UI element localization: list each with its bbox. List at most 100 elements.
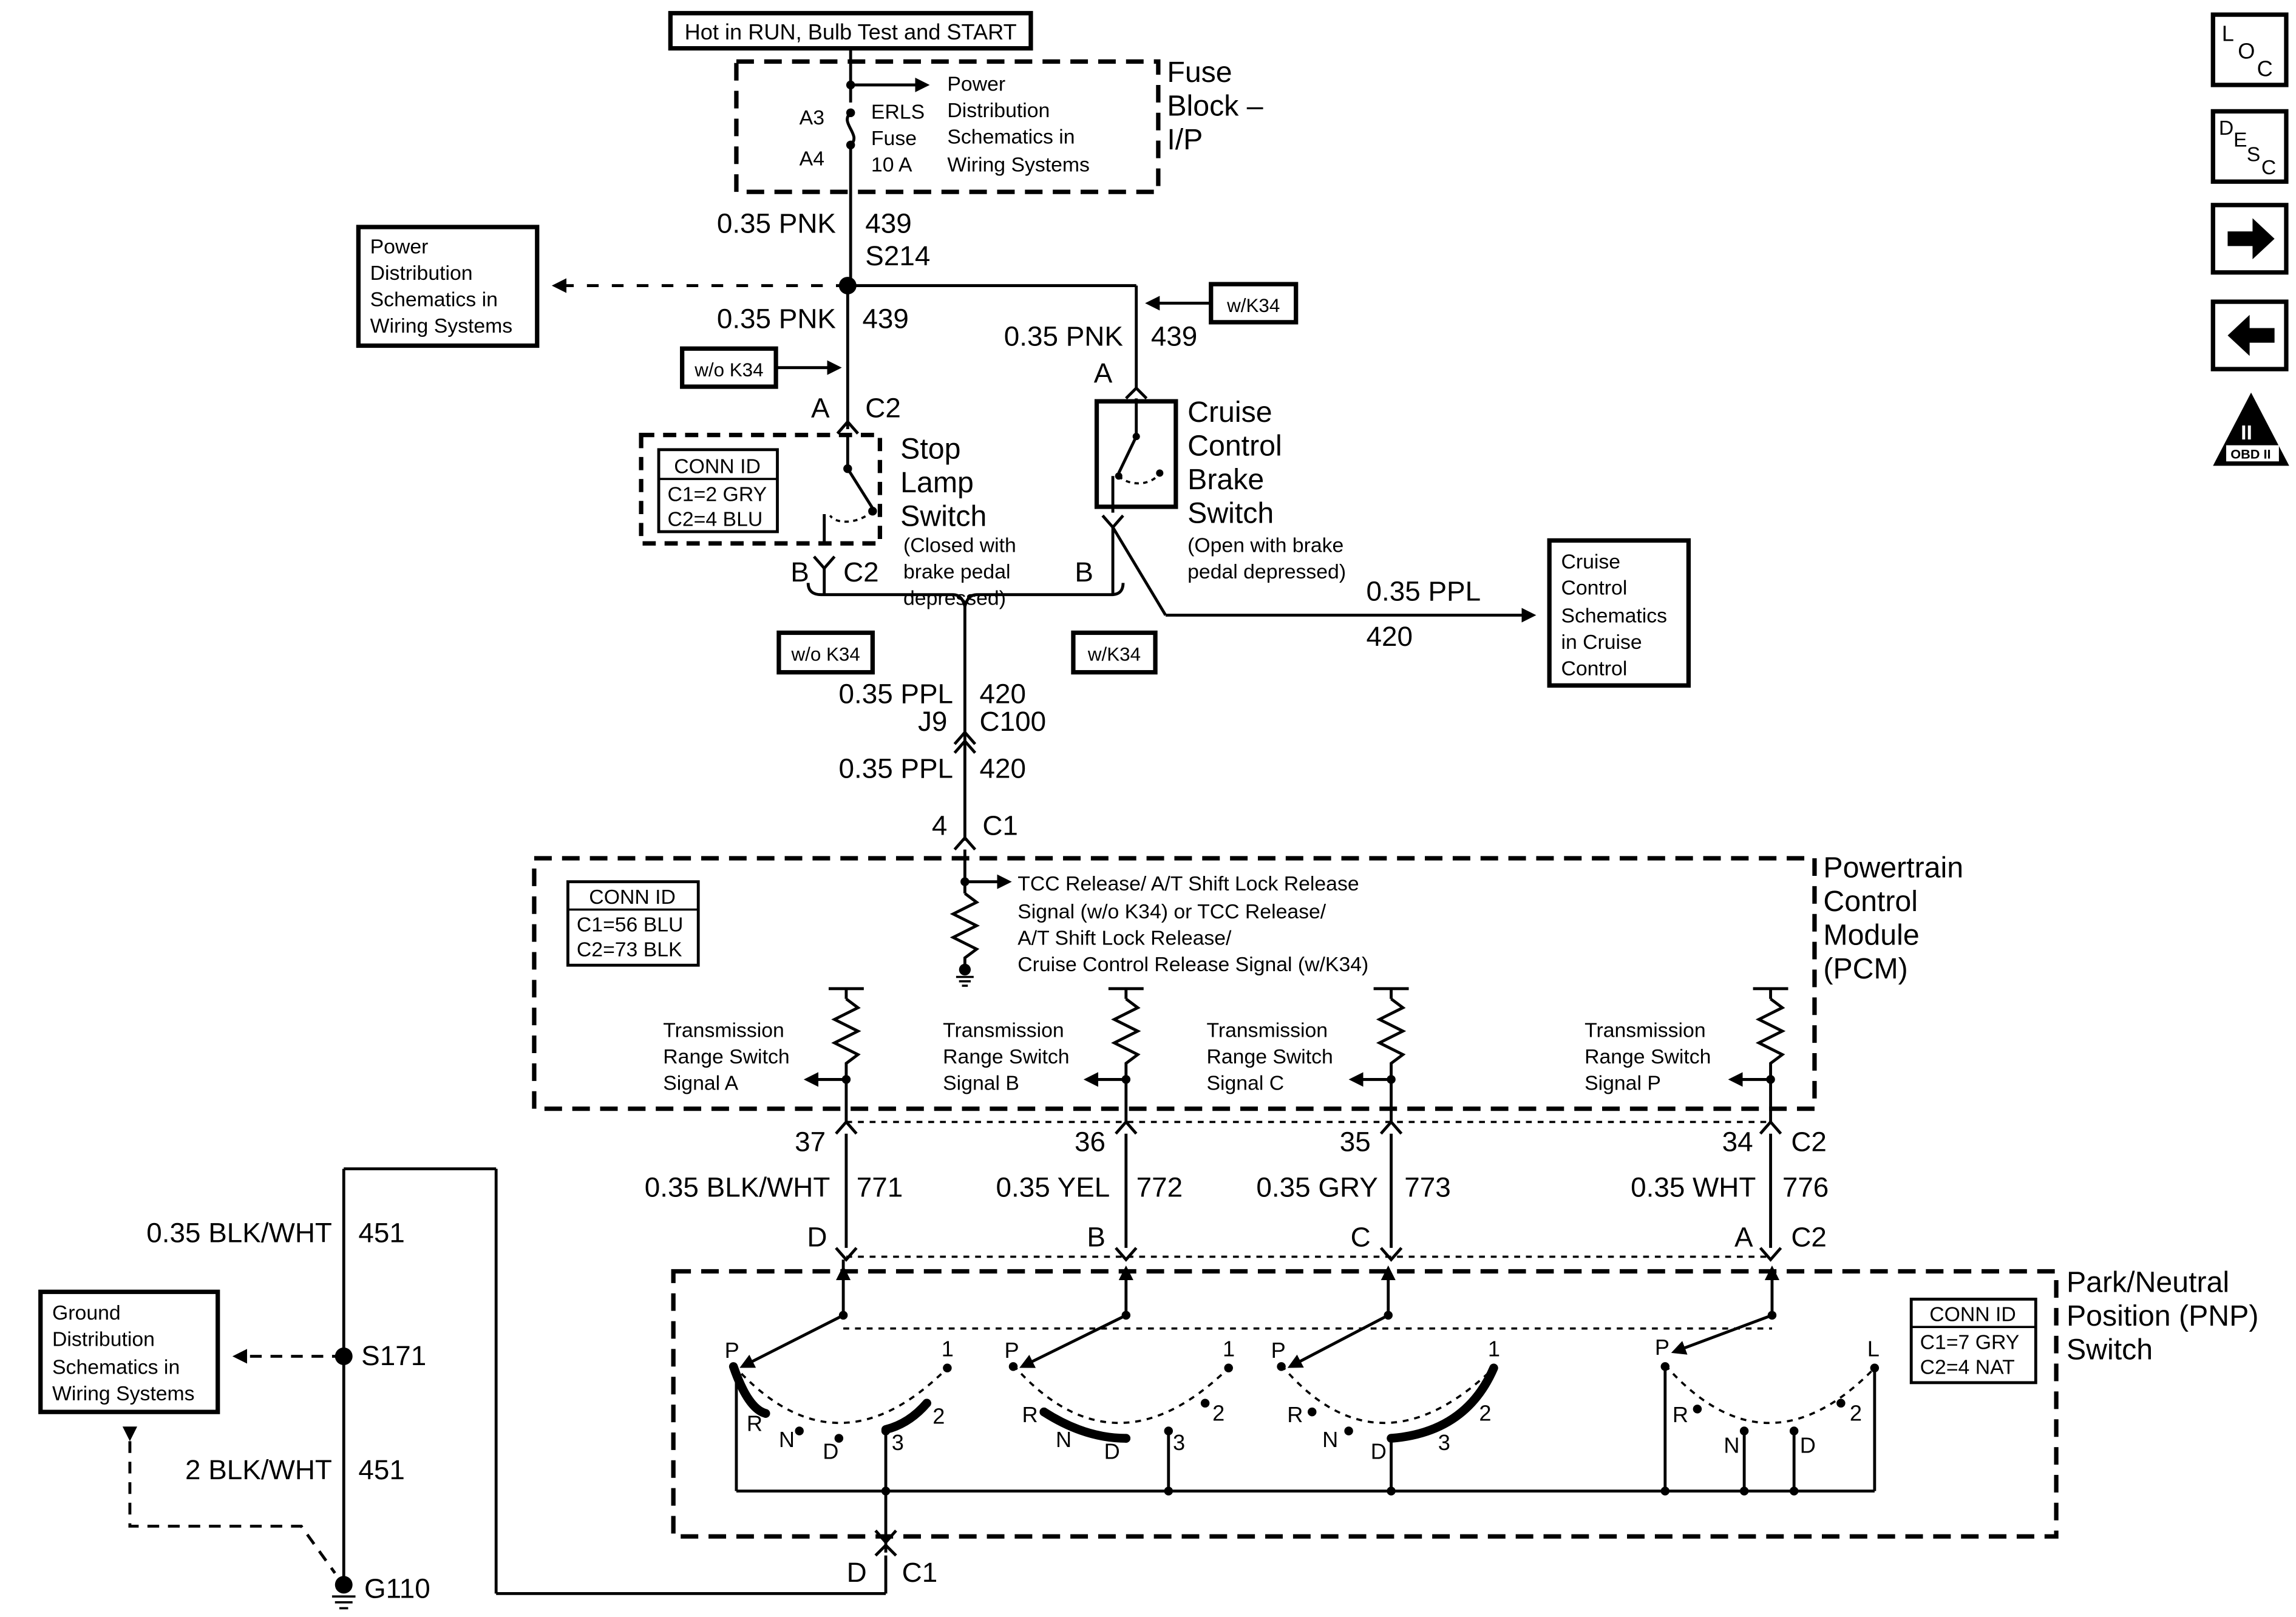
stop-lamp-conn-id: CONN ID C1=2 GRY C2=4 BLU	[659, 455, 778, 531]
pnp-range-c: P R N D 3 2 1	[1271, 1336, 1500, 1491]
left-power-ref: Power Distribution Schematics in Wiring …	[370, 235, 513, 337]
conn-j9: J9	[918, 706, 947, 737]
svg-text:Range Switch: Range Switch	[1584, 1045, 1711, 1068]
tcc-ground-icon	[956, 975, 974, 987]
svg-text:Ground: Ground	[52, 1301, 121, 1324]
svg-text:Power: Power	[947, 73, 1005, 96]
stop-lamp-conn-c2-bottom: C2	[843, 557, 879, 588]
pcm-signal-a: Transmission Range Switch Signal A	[663, 987, 864, 1122]
svg-text:II: II	[2241, 421, 2252, 444]
svg-text:3: 3	[1438, 1430, 1450, 1455]
svg-text:Transmission: Transmission	[1207, 1019, 1328, 1042]
svg-text:CONN ID: CONN ID	[589, 886, 676, 909]
svg-text:Power: Power	[370, 235, 429, 258]
wire-772-gauge: 0.35 YEL	[996, 1171, 1110, 1202]
svg-text:Wiring Systems: Wiring Systems	[947, 153, 1090, 176]
ground-ref-links	[122, 1349, 344, 1575]
svg-text:C2=4 NAT: C2=4 NAT	[1920, 1355, 2015, 1378]
pcm-signal-p: Transmission Range Switch Signal P	[1584, 987, 1788, 1122]
svg-text:Signal B: Signal B	[943, 1071, 1019, 1094]
svg-text:Stop: Stop	[900, 432, 960, 465]
svg-text:R: R	[747, 1411, 763, 1436]
svg-text:P: P	[1655, 1335, 1669, 1360]
pnp-pin-c: C	[1351, 1221, 1371, 1252]
pin-a3: A3	[800, 106, 824, 129]
svg-text:C: C	[2257, 56, 2273, 81]
pnp-pin-a: A	[1734, 1221, 1753, 1252]
svg-text:Schematics in: Schematics in	[370, 288, 498, 311]
svg-text:P: P	[725, 1338, 739, 1363]
wire-439-circuit-right: 439	[1151, 320, 1197, 351]
cruise-pin-a: A	[1094, 358, 1113, 388]
loc-button[interactable]: L O C	[2210, 12, 2289, 87]
wire-439-circuit-left: 439	[862, 303, 908, 334]
ground-g110: G110	[364, 1573, 430, 1604]
svg-text:Fuse: Fuse	[1167, 56, 1232, 89]
pnp-ground-pin: D	[847, 1557, 867, 1588]
svg-text:Signal C: Signal C	[1207, 1071, 1285, 1094]
svg-text:Wiring Systems: Wiring Systems	[370, 314, 513, 337]
svg-text:(PCM): (PCM)	[1823, 952, 1907, 985]
pnp-ground-conn: C1	[902, 1557, 938, 1588]
svg-text:N: N	[779, 1427, 795, 1452]
svg-text:Signal (w/o K34) or TCC Releas: Signal (w/o K34) or TCC Release/	[1017, 900, 1326, 923]
svg-text:P: P	[1005, 1338, 1019, 1363]
svg-text:Cruise: Cruise	[1561, 550, 1620, 573]
stop-lamp-switch-symbol	[823, 433, 877, 545]
svg-text:Switch: Switch	[1187, 497, 1274, 529]
cruise-pin-b: B	[1075, 557, 1093, 588]
wire-420-circuit-right: 420	[1367, 621, 1413, 652]
svg-text:CONN ID: CONN ID	[674, 455, 761, 478]
w-k34-tag-bottom: w/K34	[1087, 643, 1141, 665]
arrow-right-icon	[2227, 218, 2275, 260]
splice-s171: S171	[361, 1340, 426, 1371]
obd-label: OBD II	[2230, 446, 2271, 461]
svg-text:Transmission: Transmission	[1584, 1019, 1706, 1042]
svg-text:C2=4 BLU: C2=4 BLU	[668, 507, 763, 531]
pnp-common-bus	[736, 1486, 1875, 1594]
svg-text:R: R	[1673, 1402, 1688, 1427]
svg-text:Cruise Control Release Signal: Cruise Control Release Signal (w/K34)	[1017, 953, 1368, 976]
svg-text:D: D	[1104, 1439, 1120, 1463]
wire-439-gauge-left: 0.35 PNK	[717, 303, 837, 334]
pnp-title: Park/Neutral Position (PNP) Switch	[2067, 1266, 2258, 1366]
range-wires	[835, 1119, 1782, 1262]
pcm-pin-4: 4	[932, 810, 948, 841]
svg-text:C: C	[2261, 156, 2276, 179]
pcm-signal-b: Transmission Range Switch Signal B	[943, 987, 1144, 1122]
svg-text:1: 1	[942, 1336, 954, 1361]
svg-text:O: O	[2238, 39, 2255, 64]
svg-text:CONN ID: CONN ID	[1929, 1303, 2016, 1326]
arrow-left-icon	[2227, 314, 2275, 356]
desc-button[interactable]: D E S C	[2210, 109, 2289, 184]
svg-text:Control: Control	[1823, 885, 1918, 918]
svg-text:C1=56 BLU: C1=56 BLU	[577, 914, 684, 937]
svg-text:Range Switch: Range Switch	[943, 1045, 1069, 1068]
conn-c100: C100	[980, 706, 1047, 737]
svg-text:Schematics in: Schematics in	[52, 1355, 180, 1378]
svg-text:S: S	[2247, 143, 2261, 166]
pcm-pin-34: 34	[1722, 1127, 1753, 1158]
svg-text:D: D	[1800, 1433, 1816, 1458]
svg-text:N: N	[1056, 1427, 1072, 1452]
obd-ii-button[interactable]: II OBD II	[2213, 392, 2289, 466]
svg-text:depressed): depressed)	[903, 587, 1006, 610]
svg-text:2: 2	[932, 1403, 945, 1428]
wire-420-gauge-right: 0.35 PPL	[1367, 575, 1481, 606]
wire-420-circuit-2: 420	[980, 753, 1026, 784]
pcm-signal-c: Transmission Range Switch Signal C	[1207, 987, 1409, 1122]
svg-text:Signal P: Signal P	[1584, 1071, 1661, 1094]
svg-text:Brake: Brake	[1187, 463, 1264, 496]
svg-text:Control: Control	[1561, 657, 1627, 680]
wire-439-gauge-top: 0.35 PNK	[717, 208, 837, 239]
stop-lamp-title: Stop Lamp Switch	[900, 432, 987, 532]
svg-text:Transmission: Transmission	[943, 1019, 1064, 1042]
svg-text:Range Switch: Range Switch	[663, 1045, 789, 1068]
wire-771-gauge: 0.35 BLK/WHT	[645, 1171, 830, 1202]
wo-k34-tag-bottom: w/o K34	[790, 643, 860, 665]
svg-text:Wiring Systems: Wiring Systems	[52, 1382, 195, 1405]
svg-text:R: R	[1022, 1402, 1038, 1427]
next-arrow-button[interactable]	[2210, 203, 2289, 275]
stop-lamp-conn-c2-top: C2	[865, 393, 901, 424]
prev-arrow-button[interactable]	[2210, 299, 2289, 371]
